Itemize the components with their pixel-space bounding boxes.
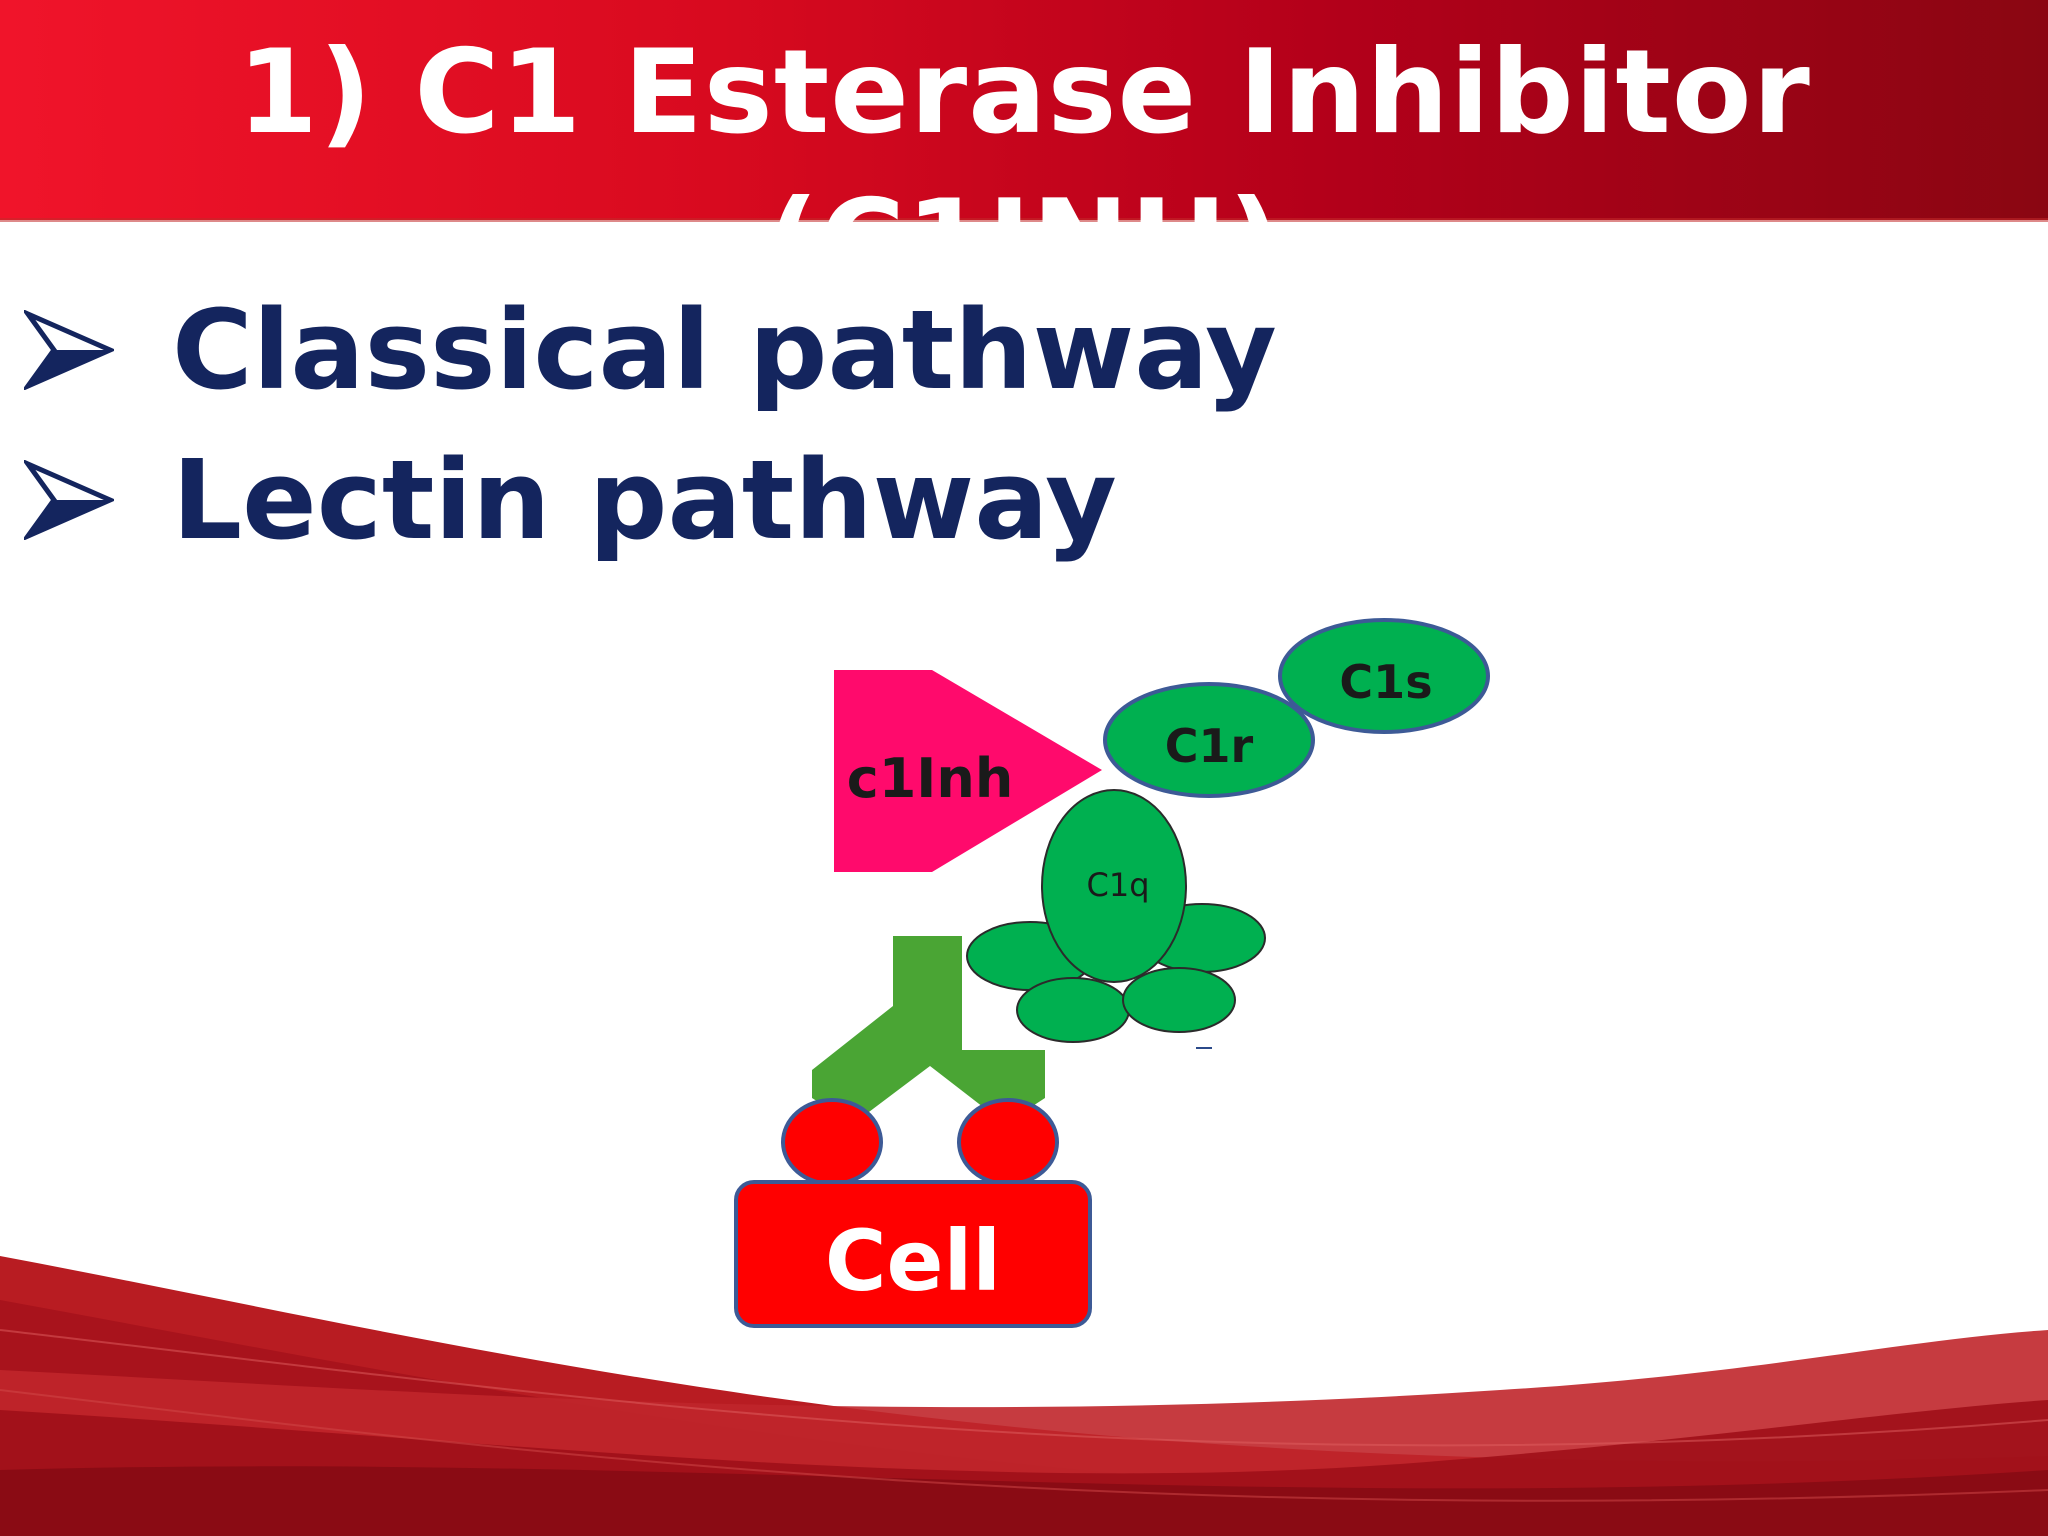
banner-divider	[0, 218, 2048, 222]
bullet-text: Lectin pathway	[172, 436, 1117, 564]
c1q-label: C1q	[1086, 866, 1149, 904]
cell-label: Cell	[825, 1212, 1001, 1310]
cell-box	[734, 1180, 1092, 1328]
title-banner	[0, 0, 2048, 220]
antigen-right	[957, 1098, 1059, 1186]
bullet-text: Classical pathway	[172, 286, 1277, 414]
c1q-lobe	[1016, 977, 1130, 1043]
c1-inhibitor-label: c1Inh	[847, 747, 1014, 810]
c1r-label: C1r	[1165, 719, 1254, 773]
decorative-waves	[0, 1256, 2048, 1536]
c1q-lobe	[1122, 967, 1236, 1033]
c1r-ellipse	[1103, 682, 1315, 798]
c1s-ellipse	[1278, 618, 1490, 734]
arrowhead-bullet-icon	[24, 310, 114, 390]
antibody-shape	[812, 936, 1045, 1124]
bullet-item-classical: Classical pathway	[24, 290, 1277, 410]
slide-title: 1) C1 Esterase Inhibitor (C1INH)	[237, 25, 1811, 310]
c1q-ellipse	[1041, 789, 1187, 983]
arrowhead-bullet-icon	[24, 460, 114, 540]
bullet-item-lectin: Lectin pathway	[24, 440, 1117, 560]
c1s-label: C1s	[1339, 655, 1432, 709]
antigen-left	[781, 1098, 883, 1186]
c1-inhibitor-shape	[834, 670, 1102, 872]
